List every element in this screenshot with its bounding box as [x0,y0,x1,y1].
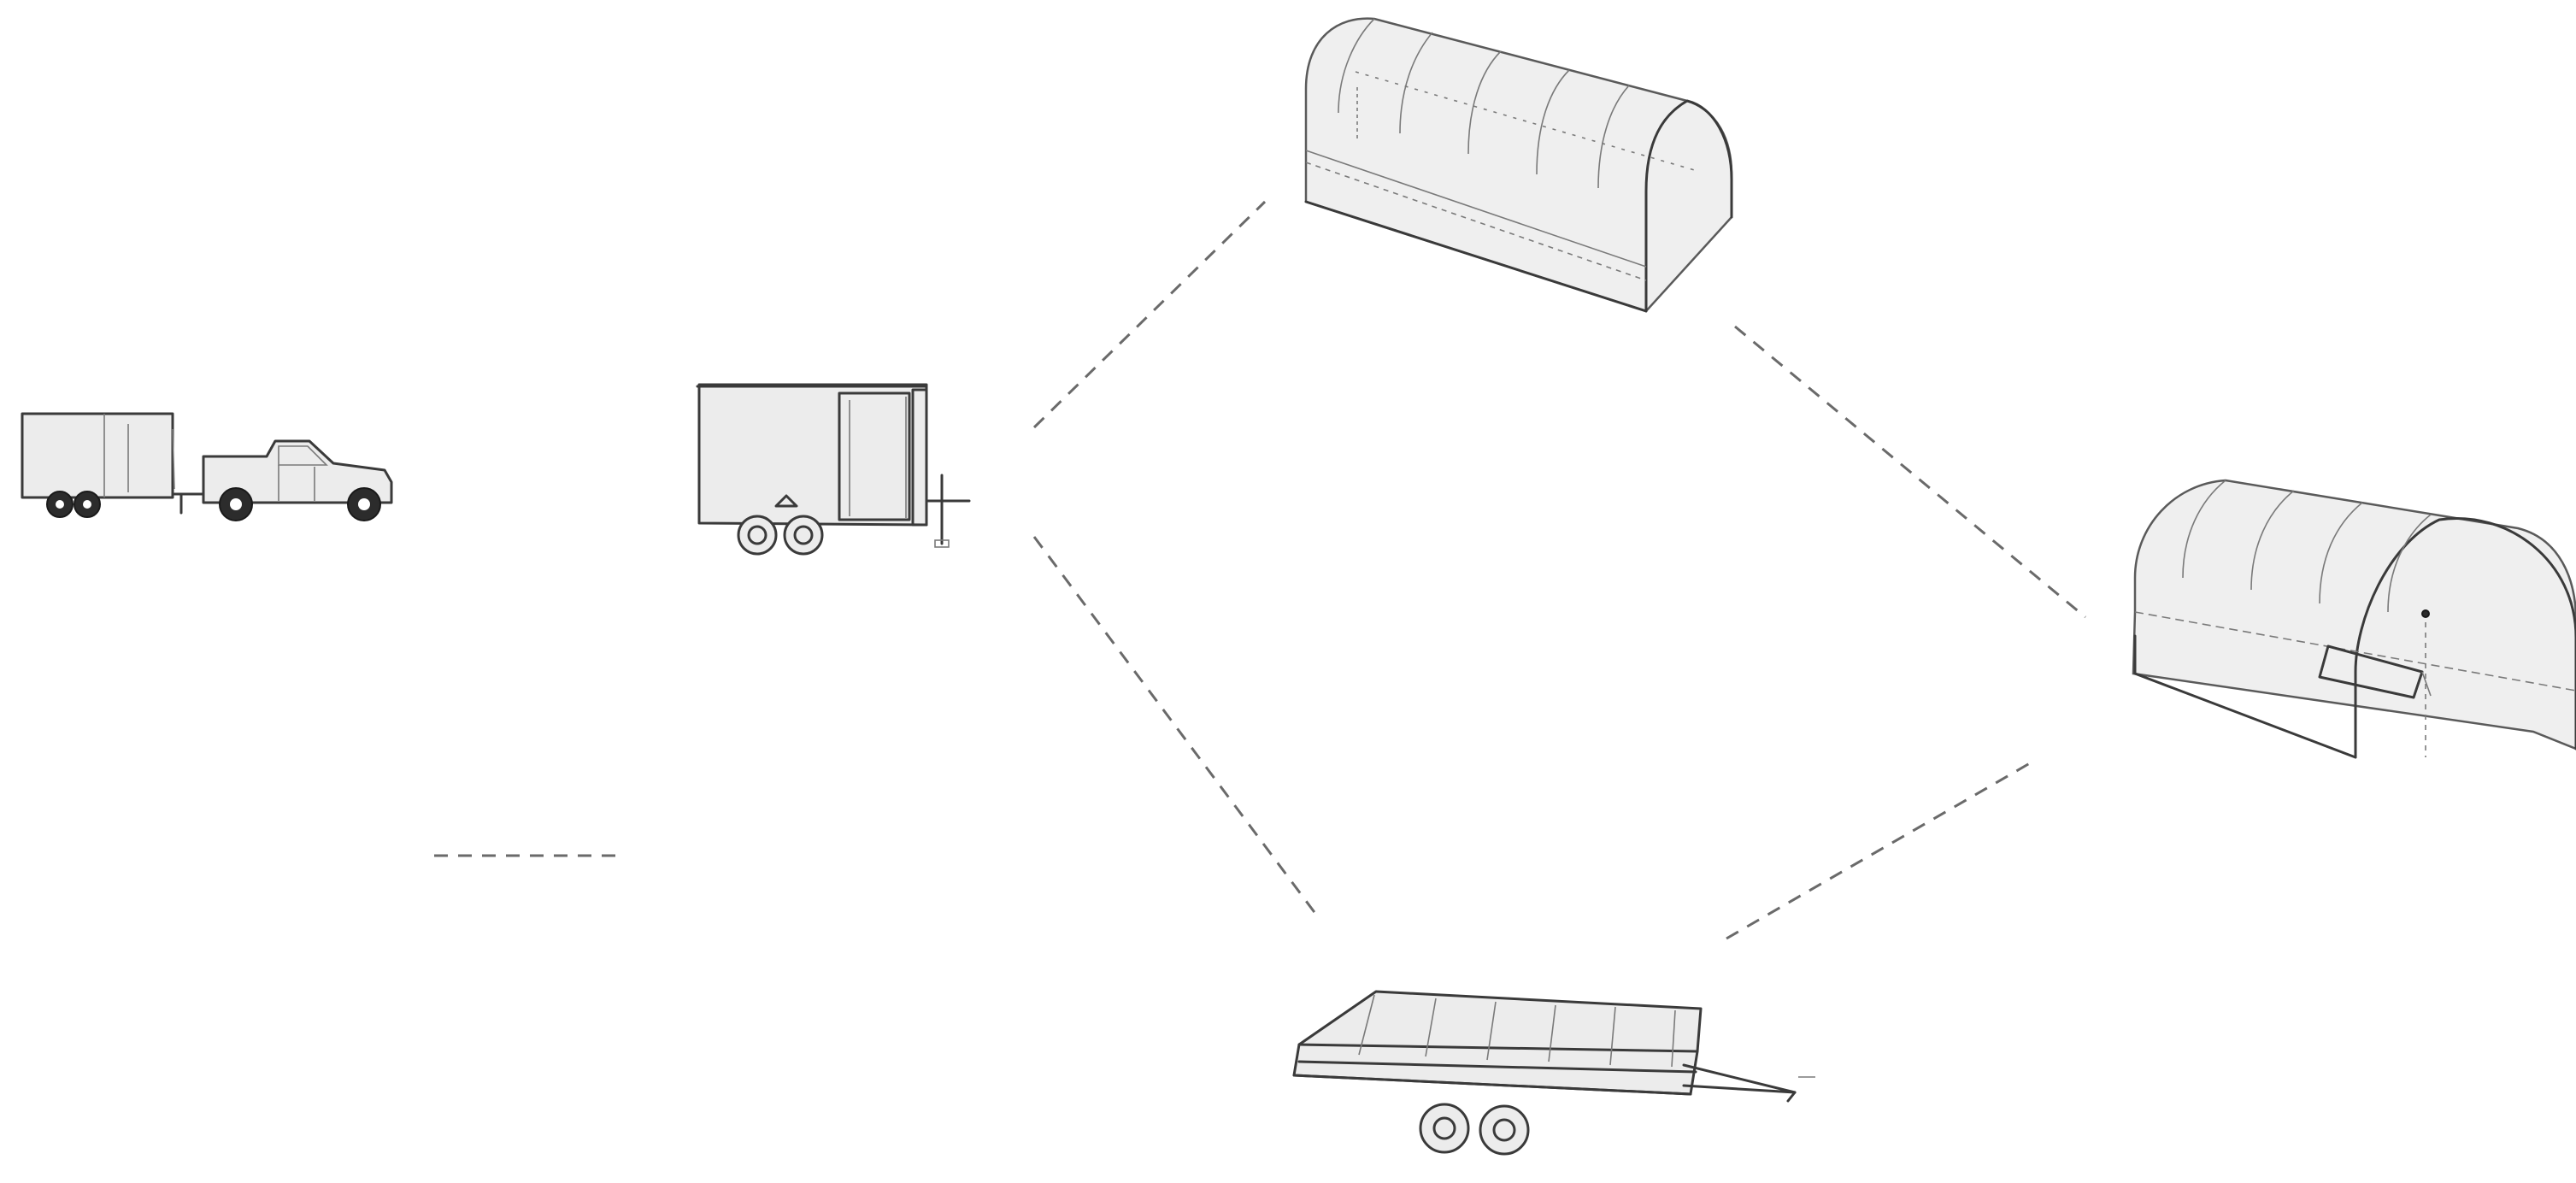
flatbed-trailer-frame-icon [1292,990,1815,1156]
shelter-over-trailer-icon [2132,479,2576,759]
connector-shelter-to-assembled [1734,325,2086,619]
connector-enclosed-to-flatbed [1032,536,1318,915]
hoop-shelter-icon [1304,17,1733,313]
connector-enclosed-to-shelter [1032,200,1267,429]
connector-flatbed-to-assembled [1726,759,2035,940]
truck-with-trailer-icon [21,412,393,521]
connectors [434,200,2086,940]
enclosed-trailer-icon [696,383,971,556]
